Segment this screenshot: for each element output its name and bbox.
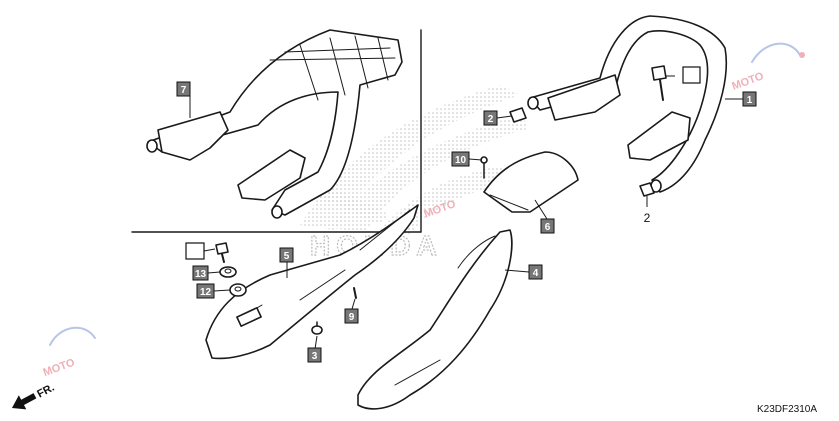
leader-lines	[189, 75, 745, 350]
callout-5: 6	[540, 218, 555, 234]
front-direction-indicator: FR.	[11, 382, 57, 410]
screw-7	[311, 321, 323, 335]
callout-blank-right	[682, 66, 701, 84]
callout-7-number: 3	[312, 351, 318, 362]
callout-7: 3	[307, 347, 322, 363]
callout-9-number: 9	[349, 312, 355, 323]
moto-watermark-right: MOTO	[730, 42, 805, 93]
callout-6: 7	[176, 81, 191, 97]
moto-text-right: MOTO	[730, 70, 765, 93]
callout-2-lower-number: 2	[644, 211, 651, 225]
callout-13-number: 13	[195, 269, 207, 280]
callout-13: 13	[192, 265, 209, 281]
callout-2-upper-number: 2	[488, 114, 494, 125]
bolt-blank-left	[215, 242, 229, 263]
callout-6-number: 7	[181, 85, 187, 96]
callout-1-number: 1	[747, 95, 753, 106]
callout-2-lower: 2	[644, 211, 651, 225]
front-arrow-icon	[11, 393, 37, 410]
figure-code: K23DF2310A	[757, 404, 817, 415]
rubber-cap-upper	[509, 107, 527, 123]
center-cover	[483, 151, 579, 213]
screw-9	[353, 287, 357, 299]
callout-2-upper: 2	[483, 110, 498, 126]
callout-1: 1	[742, 91, 757, 107]
rubber-cap-lower	[639, 182, 655, 197]
side-cover-right	[357, 229, 513, 410]
callout-9: 9	[344, 308, 359, 324]
callout-3-number: 5	[284, 251, 290, 262]
rubber-12	[229, 283, 247, 297]
screw-10	[480, 156, 488, 179]
collar-13	[219, 266, 237, 278]
callout-4: 4	[528, 264, 543, 280]
flange-bolt	[651, 65, 667, 101]
callout-4-number: 4	[533, 268, 539, 279]
callout-12: 12	[196, 283, 215, 299]
side-cover-left	[205, 204, 419, 360]
front-direction-label: FR.	[35, 382, 56, 401]
callout-3: 5	[279, 247, 294, 263]
callout-12-number: 12	[200, 287, 212, 298]
moto-text-left: MOTO	[42, 356, 77, 379]
moto-watermark-left: MOTO	[42, 326, 96, 379]
callout-5-number: 6	[545, 222, 551, 233]
rear-carrier	[146, 29, 403, 219]
callout-blank-left	[185, 242, 205, 260]
callout-10-number: 10	[455, 155, 467, 166]
grab-rail	[527, 15, 728, 193]
callout-10: 10	[451, 151, 470, 167]
